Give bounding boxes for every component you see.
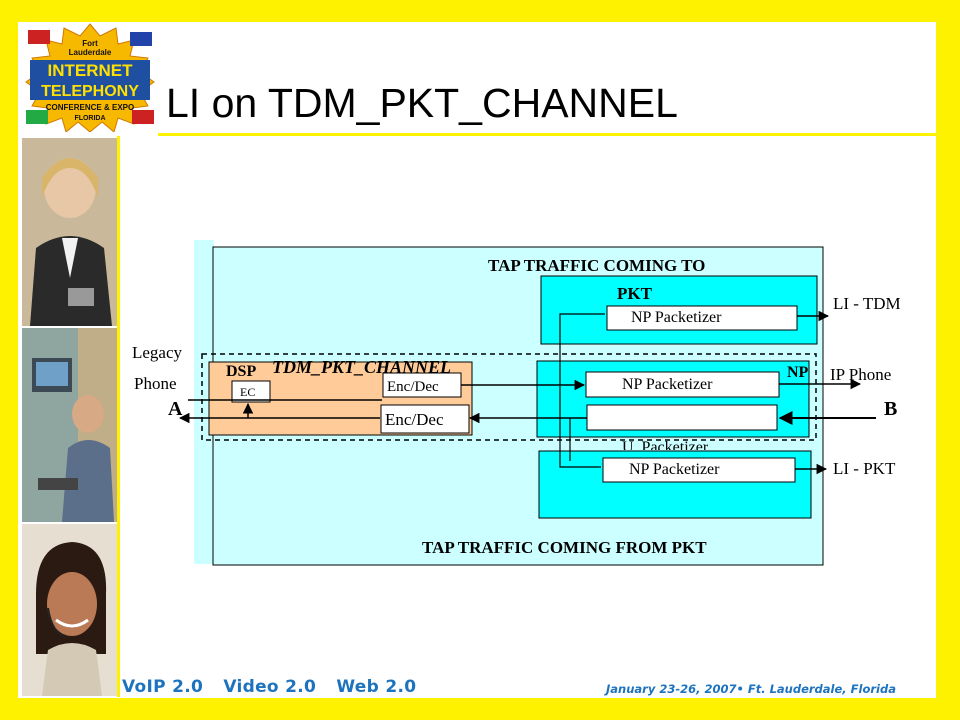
np-packetizer-bottom-box — [602, 457, 796, 483]
photo-woman-headset — [22, 524, 117, 696]
legacy-phone-label-2: Phone — [134, 374, 177, 393]
tap-bottom-label: TAP TRAFFIC COMING FROM PKT — [422, 538, 707, 557]
channel-label: TDM_PKT_CHANNEL — [272, 357, 452, 377]
page-title: LI on TDM_PKT_CHANNEL — [166, 80, 678, 126]
logo-lauderdale: Lauderdale — [69, 48, 112, 57]
logo-telephony: TELEPHONY — [41, 83, 139, 100]
dsp-label: DSP — [226, 363, 257, 380]
photo-divider — [117, 136, 120, 697]
ip-phone-label: IP Phone — [830, 365, 892, 384]
tap-top-label-cont: PKT — [617, 284, 652, 303]
footer-event: January 23-26, 2007• Ft. Lauderdale, Flo… — [606, 682, 896, 696]
footer-tag-web: Web 2.0 — [336, 677, 417, 697]
footer-tag-voip: VoIP 2.0 — [122, 677, 204, 697]
np-packetizer-empty-box — [586, 404, 778, 431]
np-packetizer-bottom-label: NP Packetizer — [629, 461, 720, 478]
diagram-shadow-panel — [194, 240, 214, 564]
ec-label: EC — [240, 385, 256, 399]
np-packetizer-mid-box — [585, 371, 780, 398]
enc-dec-box-2 — [380, 404, 470, 434]
np-packetizer-mid-label: NP Packetizer — [622, 376, 713, 393]
title-rule — [158, 133, 936, 136]
logo-florida: FLORIDA — [74, 115, 105, 122]
u-packetizer-label: U_Packetizer — [622, 439, 709, 450]
ec-block — [231, 380, 271, 403]
footer-tags: VoIP 2.0 Video 2.0 Web 2.0 — [122, 677, 430, 697]
tap-top-label: TAP TRAFFIC COMING TO — [488, 256, 706, 275]
np-label: NP — [787, 364, 809, 381]
endpoint-a-label: A — [168, 398, 183, 420]
tdm-pkt-channel-boundary — [201, 353, 817, 441]
enc-dec-label-2: Enc/Dec — [385, 410, 444, 429]
logo-conference: CONFERENCE & EXPO — [46, 103, 134, 112]
conference-logo: Fort Lauderdale INTERNET TELEPHONY CONFE… — [25, 23, 155, 132]
tap-line-top — [559, 313, 605, 385]
logo-fort: Fort — [82, 39, 98, 48]
tap-line-bottom — [559, 386, 601, 468]
np-packetizer-top-label: NP Packetizer — [631, 309, 722, 326]
logo-internet: INTERNET — [48, 61, 134, 80]
photo-man-at-computer — [22, 328, 117, 522]
li-pkt-label: LI - PKT — [833, 459, 896, 478]
enc-dec-box-1 — [382, 372, 462, 398]
enc-dec-label-1: Enc/Dec — [387, 379, 439, 395]
photo-businesswoman — [22, 138, 117, 326]
legacy-phone-label-1: Legacy — [132, 343, 183, 362]
footer-tag-video: Video 2.0 — [223, 677, 317, 697]
endpoint-b-label: B — [884, 398, 898, 420]
np-packetizer-top-box — [606, 305, 798, 331]
li-tdm-label: LI - TDM — [833, 294, 901, 313]
